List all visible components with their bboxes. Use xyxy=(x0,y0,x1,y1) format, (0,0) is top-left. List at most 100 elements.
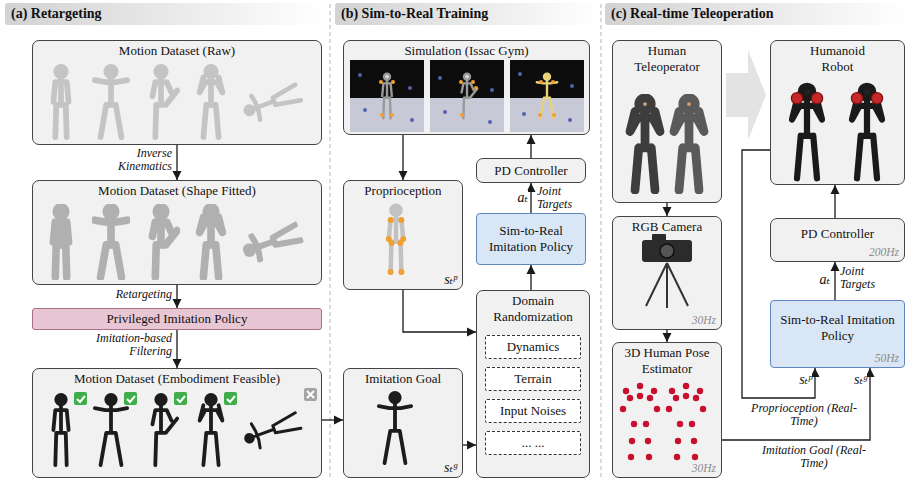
flow-arrow xyxy=(176,145,177,180)
flow-arrow xyxy=(463,444,476,445)
check-mark xyxy=(77,396,85,402)
symbol-label: sₜᵖ xyxy=(786,372,812,387)
check-mark xyxy=(124,392,137,405)
node-label: Terrain xyxy=(514,371,551,387)
node-sublabel: 200Hz xyxy=(869,246,899,259)
node-label: Motion Dataset (Embodiment Feasible) xyxy=(74,371,280,387)
sim-floor xyxy=(350,98,424,132)
human-figure xyxy=(152,67,177,137)
label-slot: aₜ xyxy=(806,272,830,287)
node-label: Human Teleoperator xyxy=(618,43,716,74)
robot-figure xyxy=(200,395,223,465)
label-slot: aₜ xyxy=(504,190,528,205)
process-box: Humanoid Robot xyxy=(770,40,905,185)
flow-arrow xyxy=(834,185,835,218)
panel-header: (c) Real-time Teleoperation xyxy=(605,3,908,25)
node-sublabel: 30Hz xyxy=(692,462,716,475)
node-label: PD Controller xyxy=(776,221,899,246)
option-box: Terrain xyxy=(485,367,581,391)
label-slot: Joint Targets xyxy=(537,185,592,211)
robot-figure xyxy=(152,395,177,465)
node-label: Domain Randomization xyxy=(482,293,584,324)
check-mark xyxy=(227,396,235,402)
node-label: Sim-to-Real Imitation Policy xyxy=(482,223,580,254)
node-label: Imitation Goal xyxy=(365,371,441,387)
human-figure xyxy=(95,67,127,137)
node-label: (a) Retargeting xyxy=(11,6,102,23)
node-label: Sim-to-Real Imitation Policy xyxy=(776,303,899,352)
flow-arrow xyxy=(530,265,531,290)
node-label: ... ... xyxy=(522,435,545,451)
label-slot: sₜᵖ xyxy=(786,372,812,387)
flow-arrow xyxy=(176,330,177,368)
robot-figure xyxy=(242,409,303,452)
sim-floor xyxy=(510,98,584,132)
node-label: Proprioception xyxy=(364,183,441,199)
camera-body xyxy=(652,234,666,241)
label-slot: Joint Targets xyxy=(840,265,900,291)
label-slot: Proprioception (Real-Time) xyxy=(748,402,860,428)
tripod xyxy=(646,263,688,308)
flow-arrow xyxy=(403,290,476,332)
fitted-figure xyxy=(242,221,303,264)
sim-robot xyxy=(537,74,557,118)
check-mark xyxy=(177,396,185,402)
fitted-figure xyxy=(95,207,127,277)
label-slot: Imitation Goal (Real-Time) xyxy=(758,444,870,470)
person-figure xyxy=(630,98,660,191)
panel-header: (a) Retargeting xyxy=(5,3,325,25)
edge-label: Joint Targets xyxy=(537,185,592,211)
label-slot: Imitation-based Filtering xyxy=(52,332,172,358)
robot-figure xyxy=(851,86,882,179)
policy-band: Privileged Imitation Policy xyxy=(32,308,322,330)
human-figure xyxy=(200,67,223,137)
flow-arrow xyxy=(834,262,835,300)
robot-figure xyxy=(53,395,68,465)
fitted-figure xyxy=(200,207,223,277)
panel-separator xyxy=(601,4,602,480)
fitted-figure xyxy=(152,207,177,277)
edge-label: Joint Targets xyxy=(840,265,900,291)
node-label: Humanoid Robot xyxy=(802,43,874,74)
robot-figure xyxy=(379,393,411,463)
symbol-label: sₜᵍ xyxy=(841,372,867,387)
node-label: RGB Camera xyxy=(632,219,702,235)
cross-mark xyxy=(307,391,314,398)
node-label: Input Noises xyxy=(500,403,566,419)
person-figure xyxy=(674,98,704,191)
human-figure xyxy=(53,67,68,137)
keypoint-dots xyxy=(379,80,556,117)
flow-arrow xyxy=(666,203,667,216)
robot-figure xyxy=(95,395,127,465)
panel-header: (b) Sim-to-Real Training xyxy=(335,3,598,25)
edge-label: Inverse Kinematics xyxy=(100,147,172,173)
flow-arrow xyxy=(322,419,343,420)
edge-label: Proprioception (Real-Time) xyxy=(748,402,860,428)
policy-box: Sim-to-Real Imitation Policy50Hz xyxy=(770,300,905,368)
label-slot: Inverse Kinematics xyxy=(100,147,172,173)
sim-robot xyxy=(462,74,478,118)
edge-label: Retargeting xyxy=(90,288,172,301)
node-label: Dynamics xyxy=(507,339,560,355)
camera-body xyxy=(642,240,692,262)
option-box: Input Noises xyxy=(485,399,581,423)
flow-arrow xyxy=(176,285,177,308)
check-mark xyxy=(174,392,187,405)
node-label: Motion Dataset (Shape Fitted) xyxy=(98,183,256,199)
process-box: Imitation Goalsₜᵍ xyxy=(343,368,463,478)
big-arrow xyxy=(726,50,766,140)
policy-box: Sim-to-Real Imitation Policy xyxy=(476,213,586,265)
target-dots xyxy=(358,72,574,124)
sim-robot xyxy=(382,74,392,118)
node-label: Motion Dataset (Raw) xyxy=(119,43,235,59)
process-box: PD Controller xyxy=(476,158,586,183)
symbol-label: aₜ xyxy=(806,272,830,287)
camera-lens xyxy=(660,244,674,258)
flow-arrow xyxy=(402,135,403,180)
node-sublabel: sₜᵖ xyxy=(444,272,457,287)
pose-keypoints xyxy=(620,383,706,460)
node-sublabel: 50Hz xyxy=(875,352,899,365)
cross-mark xyxy=(304,388,317,401)
edge-label: Imitation Goal (Real-Time) xyxy=(758,444,870,470)
